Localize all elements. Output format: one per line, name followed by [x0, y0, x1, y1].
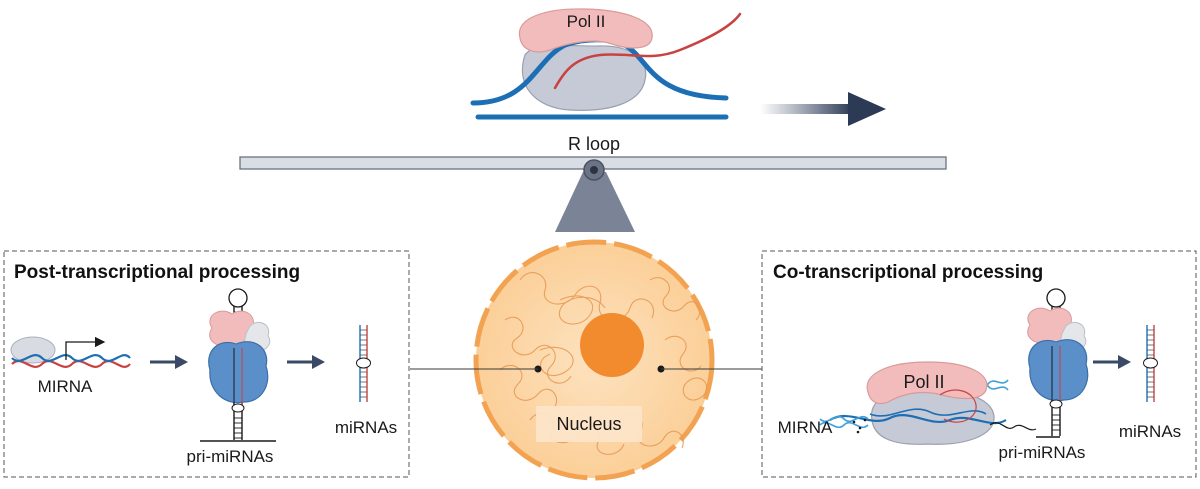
right-panel: Co-transcriptional processing Pol II MIR… — [761, 250, 1197, 478]
polymerase-clamp — [518, 8, 653, 53]
right-panel-title: Co-transcriptional processing — [773, 262, 1043, 283]
dna-helix-left — [819, 415, 869, 429]
rloop-label: R loop — [568, 134, 620, 154]
nucleus-label-bg — [536, 406, 642, 442]
left-gene-label: MIRNA — [38, 377, 93, 396]
right-mirna-duplex — [1143, 325, 1158, 402]
left-product-label: miRNAs — [335, 418, 397, 437]
top-polymerase-label: Pol II — [567, 12, 606, 31]
left-pri-mirna — [200, 288, 276, 442]
right-panel-frame — [761, 250, 1197, 478]
right-primary-label: pri-miRNAs — [999, 443, 1086, 462]
left-panel-frame — [3, 250, 410, 478]
polymerase-body — [521, 44, 647, 111]
right-pri-mirna — [989, 288, 1089, 438]
nucleus-label: Nucleus — [556, 414, 621, 434]
right-gene-label: MIRNA — [778, 418, 833, 437]
left-panel: Post-transcriptional processing MIRNA — [3, 250, 410, 478]
right-polymerase-label: Pol II — [903, 372, 944, 392]
left-mirna-duplex — [356, 325, 371, 402]
seesaw — [239, 156, 947, 232]
left-gene — [10, 336, 131, 368]
left-panel-title: Post-transcriptional processing — [14, 262, 300, 283]
nascent-rna — [553, 12, 742, 90]
nucleus: Nucleus — [473, 239, 715, 481]
seesaw-fulcrum — [555, 172, 635, 232]
nucleus-envelope — [473, 239, 715, 481]
nucleolus — [580, 313, 644, 377]
left-primary-label: pri-miRNAs — [187, 447, 274, 466]
top-polymerase-group: Pol II R loop — [470, 8, 742, 154]
right-polymerase — [819, 361, 1009, 445]
shift-arrow — [760, 92, 886, 126]
right-product-label: miRNAs — [1119, 422, 1181, 441]
